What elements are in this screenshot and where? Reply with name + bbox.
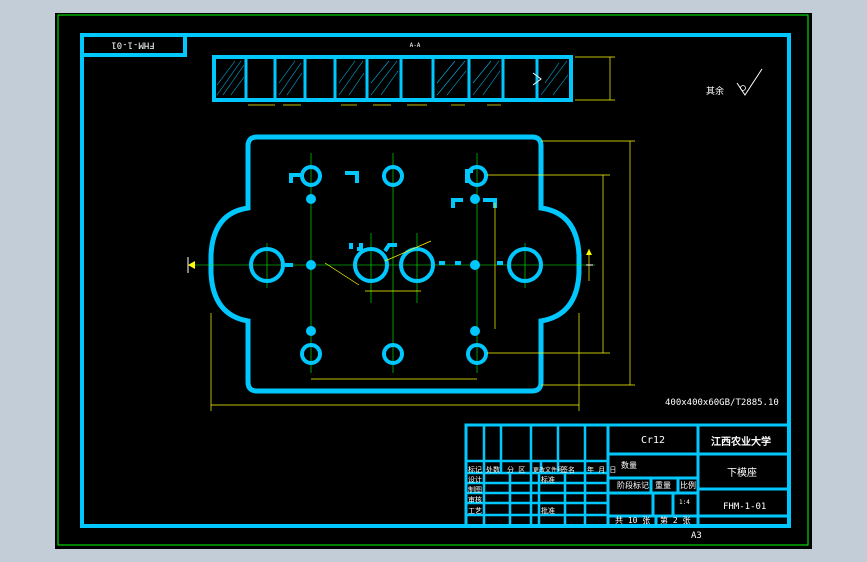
- revision-col: 年 月 日: [587, 465, 616, 474]
- outer-frame: [57, 14, 809, 546]
- weight-label: 重量: [655, 480, 671, 490]
- screw-hole-bottom-left: [300, 343, 322, 365]
- code-box: FHM-1-01: [80, 33, 187, 57]
- code-upside-down: FHM-1-01: [111, 40, 154, 50]
- drawing-no-text: FHM-1-01: [723, 502, 766, 512]
- part-name-text: 下模座: [727, 466, 757, 479]
- title-block: Cr12 江西农业大学 数量 下模座 阶段标记 重量 比例 1:4 FHM-1-…: [464, 423, 791, 528]
- stage-mark-label: 阶段标记: [617, 480, 649, 490]
- standardize-label: 标准: [541, 475, 555, 484]
- scale-label: 比例: [680, 480, 696, 490]
- revision-col: 处数: [486, 465, 500, 474]
- section-label: A-A: [410, 42, 421, 49]
- sheet-size: A3: [691, 531, 702, 541]
- quantity-label: 数量: [621, 460, 637, 470]
- scale-value: 1:4: [679, 499, 690, 506]
- screw-hole-bottom-mid: [382, 343, 404, 365]
- drawing-sheet: FHM-1-01 A-A: [55, 13, 812, 549]
- section-view: A-A: [212, 42, 615, 106]
- plan-view: 400x400x60GB/T2885.10: [187, 134, 779, 411]
- sheet-no: 第 2 张: [660, 515, 690, 525]
- check-label: 审核: [468, 495, 482, 504]
- revision-col: 更改文件号: [533, 466, 563, 474]
- screw-hole-bottom-right: [466, 343, 488, 365]
- sheets-total: 共 10 张: [615, 516, 650, 525]
- blanking-hole-left: [353, 247, 389, 283]
- revision-col: 标记: [468, 465, 482, 474]
- roughness-symbol: 其余: [706, 68, 763, 97]
- guide-post-hole-right: [507, 247, 543, 283]
- material-text: Cr12: [641, 435, 665, 446]
- process-label: 工艺: [468, 507, 482, 515]
- dimension-lines: [210, 140, 635, 411]
- blanking-hole-right: [399, 247, 435, 283]
- cad-drawing: FHM-1-01 A-A: [57, 14, 809, 546]
- screw-hole-top-mid: [382, 165, 404, 187]
- blank-spec: 400x400x60GB/T2885.10: [665, 398, 779, 408]
- pin-holes: [306, 194, 480, 336]
- die-base-outline: [208, 134, 582, 394]
- holes: [249, 165, 543, 365]
- guide-post-hole-left: [249, 247, 285, 283]
- approve-label: 批准: [541, 506, 555, 515]
- revision-header: 标记 处数 分 区 更改文件号 签名 年 月 日: [468, 465, 616, 474]
- dimension-arrows: [188, 249, 592, 269]
- school-text: 江西农业大学: [711, 435, 771, 448]
- drafting-label: 制图: [468, 485, 482, 494]
- roughness-label: 其余: [706, 85, 724, 97]
- design-label: 设计: [468, 475, 482, 484]
- revision-col: 分 区: [507, 465, 525, 474]
- revision-col: 签名: [561, 465, 575, 474]
- inner-frame: [80, 33, 791, 528]
